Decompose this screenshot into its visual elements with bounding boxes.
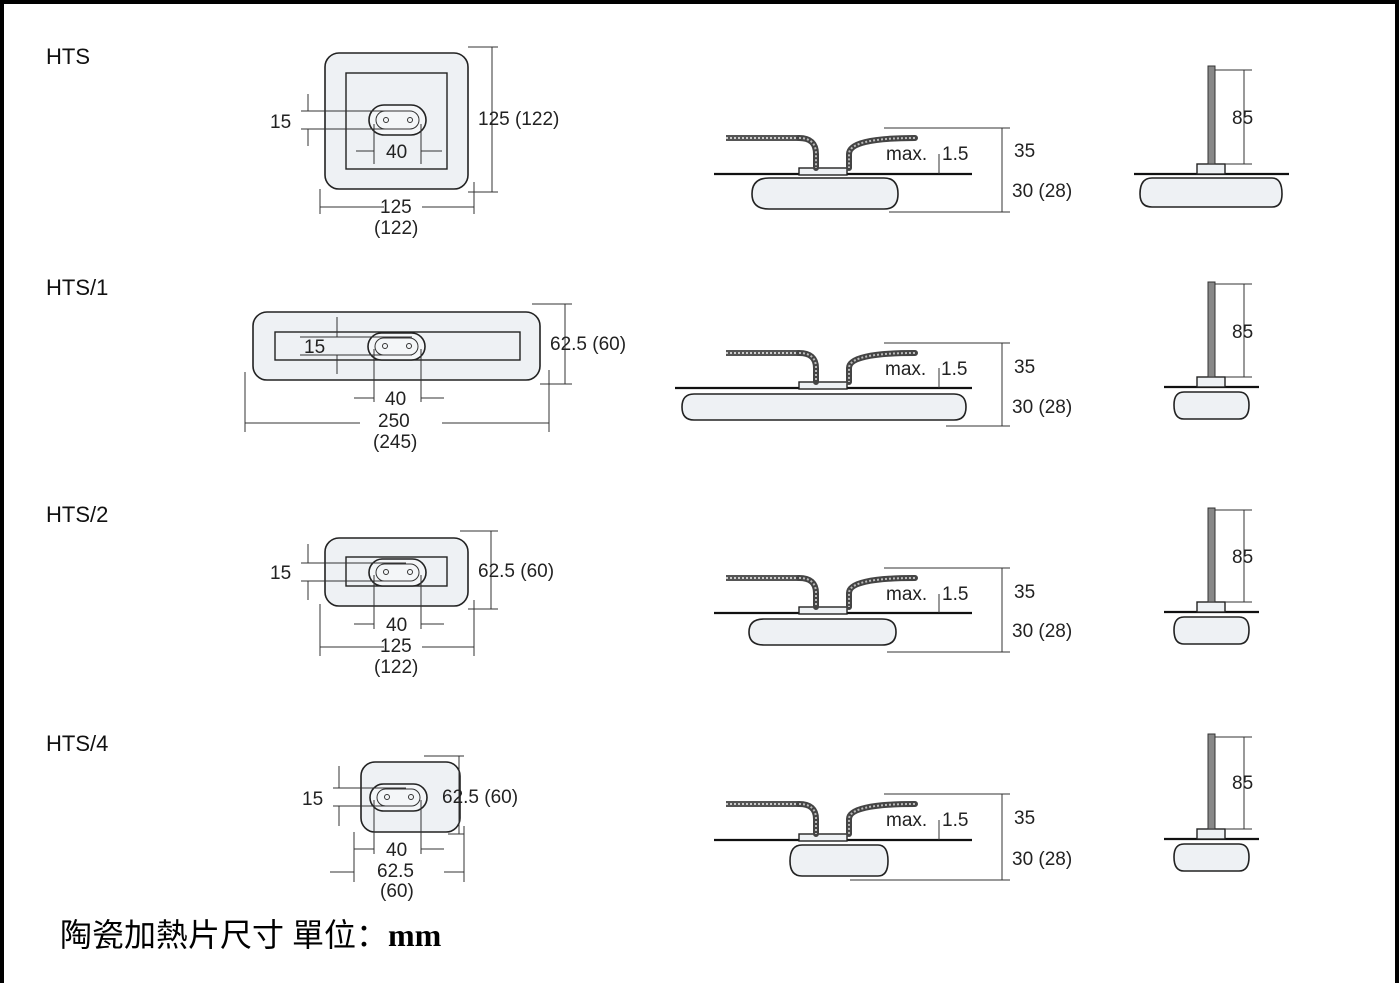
slot-width-hts-1: 40 [385, 389, 406, 410]
end-height-hts-2: 85 [1232, 547, 1253, 568]
width-alt-hts-1: (245) [373, 432, 417, 453]
upper-dim-hts-4: 35 [1014, 808, 1035, 829]
caption: 陶瓷加熱片尺寸 單位：mm [60, 910, 441, 956]
top-view-hts-1: 15 40 62.5 (60) 250 (245) [244, 303, 626, 453]
max-label-hts-4: max. [886, 810, 927, 831]
upper-dim-hts-2: 35 [1014, 582, 1035, 603]
side-view-hts-2: max. 1.5 35 30 (28) [714, 567, 1072, 653]
lower-dim-hts-1: 30 (28) [1012, 397, 1072, 418]
height-dim-hts-1: 62.5 (60) [550, 334, 626, 355]
end-view-hts-2: 85 [1164, 507, 1259, 645]
width-dim-hts-4: 62.5 [377, 861, 414, 882]
slot-height-hts-1: 15 [304, 337, 325, 358]
model-label-hts: HTS [46, 44, 90, 69]
max-value-hts-1: 1.5 [941, 359, 967, 380]
side-view-hts-1: max. 1.5 35 30 (28) [675, 342, 1072, 427]
height-dim-hts-4: 62.5 (60) [442, 787, 518, 808]
width-alt-hts: (122) [374, 218, 418, 239]
end-view-hts-1: 85 [1164, 281, 1259, 420]
caption-unit: mm [388, 917, 442, 953]
top-view-hts: 15 40 125 (122) 125 (122) [270, 46, 559, 239]
top-view-hts-2: 15 40 62.5 (60) 125 (122) [270, 530, 554, 678]
lower-dim-hts-4: 30 (28) [1012, 849, 1072, 870]
row-hts-1: HTS/1 15 40 62.5 (60) 250 (245) [46, 275, 1259, 453]
side-view-hts: max. 1.5 35 30 (28) [714, 127, 1072, 213]
height-dim-hts-2: 62.5 (60) [478, 561, 554, 582]
max-value-hts-2: 1.5 [942, 584, 968, 605]
row-hts: HTS 15 40 125 (122) 125 (122) [46, 44, 1289, 239]
slot-width-hts-2: 40 [386, 615, 407, 636]
model-label-hts-4: HTS/4 [46, 731, 108, 756]
end-height-hts: 85 [1232, 108, 1253, 129]
top-view-hts-4: 15 40 62.5 (60) 62.5 (60) [302, 755, 518, 902]
row-hts-4: HTS/4 15 40 62.5 (60) 62.5 (60) [46, 731, 1259, 902]
end-height-hts-4: 85 [1232, 773, 1253, 794]
row-hts-2: HTS/2 15 40 62.5 (60) 125 (122) [46, 502, 1259, 678]
end-view-hts-4: 85 [1164, 733, 1259, 872]
slot-height-hts: 15 [270, 112, 291, 133]
slot-width-hts-4: 40 [386, 840, 407, 861]
side-view-hts-4: max. 1.5 35 30 (28) [714, 793, 1072, 881]
width-alt-hts-2: (122) [374, 657, 418, 678]
width-alt-hts-4: (60) [380, 881, 414, 902]
upper-dim-hts-1: 35 [1014, 357, 1035, 378]
max-label-hts-2: max. [886, 584, 927, 605]
max-value-hts-4: 1.5 [942, 810, 968, 831]
upper-dim-hts: 35 [1014, 141, 1035, 162]
width-dim-hts-1: 250 [378, 411, 410, 432]
lower-dim-hts: 30 (28) [1012, 181, 1072, 202]
caption-text: 陶瓷加熱片尺寸 單位： [60, 917, 389, 953]
max-value-hts: 1.5 [942, 144, 968, 165]
dimension-drawings: HTS 15 40 125 (122) 125 (122) [46, 44, 1289, 902]
max-label-hts: max. [886, 144, 927, 165]
slot-height-hts-4: 15 [302, 789, 323, 810]
slot-width-hts: 40 [386, 142, 407, 163]
lower-dim-hts-2: 30 (28) [1012, 621, 1072, 642]
width-dim-hts-2: 125 [380, 636, 412, 657]
width-dim-hts: 125 [380, 197, 412, 218]
height-dim-hts: 125 (122) [478, 109, 559, 130]
end-height-hts-1: 85 [1232, 322, 1253, 343]
slot-height-hts-2: 15 [270, 563, 291, 584]
max-label-hts-1: max. [885, 359, 926, 380]
model-label-hts-2: HTS/2 [46, 502, 108, 527]
end-view-hts: 85 [1134, 65, 1289, 208]
model-label-hts-1: HTS/1 [46, 275, 108, 300]
